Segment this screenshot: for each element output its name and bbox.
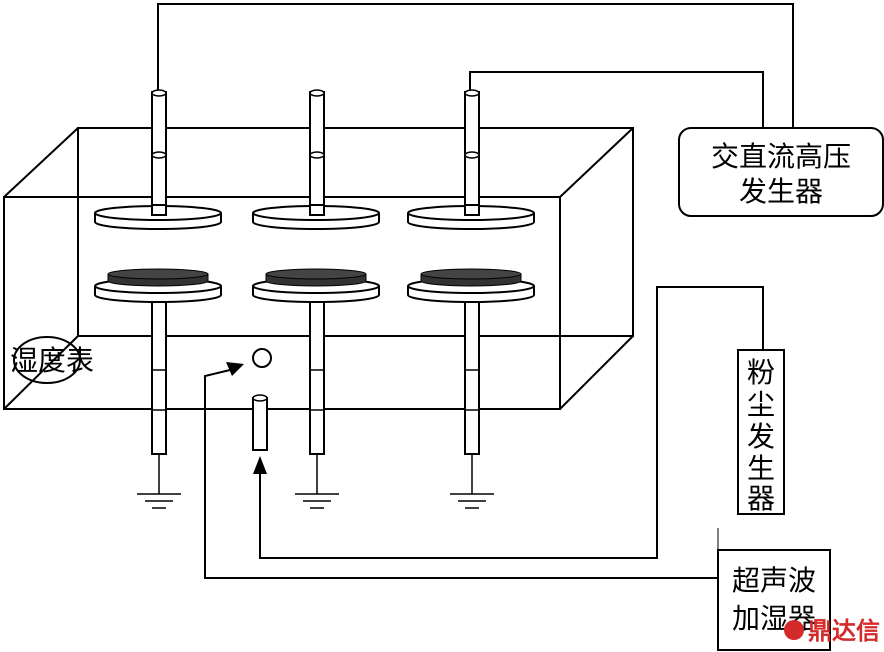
ground-symbol <box>295 454 339 509</box>
chamber-edge-tr <box>559 127 634 198</box>
rod-joint <box>464 151 480 159</box>
hv-wire-right <box>469 71 764 128</box>
rod-cap <box>464 89 480 97</box>
dust-generator-box <box>737 349 785 515</box>
chamber-edge-bl <box>3 335 79 410</box>
chamber-edge-br <box>559 335 634 410</box>
chamber-back-face <box>77 127 634 337</box>
dust-inlet <box>252 348 272 368</box>
upper-rod-end <box>464 204 480 216</box>
lower-rod <box>464 301 480 455</box>
humidifier-arrow-head <box>226 362 244 376</box>
watermark-logo-icon <box>784 620 804 640</box>
dust-generator-char-5: 器 <box>747 482 775 515</box>
test-chamber <box>3 127 634 410</box>
dust-generator-char-3: 发 <box>747 420 775 453</box>
upper-rod-end <box>309 204 325 216</box>
hygrometer-icon <box>13 336 81 384</box>
hv-generator-label-1: 交直流高压 <box>711 140 851 173</box>
dust-generator-char-2: 尘 <box>747 388 775 421</box>
humidifier-label-1: 超声波 <box>732 564 816 597</box>
chamber-front-face <box>3 196 561 410</box>
dust-generator-char-1: 粉 <box>747 356 775 389</box>
insulator-sample-top <box>265 268 367 280</box>
electrode-3 <box>407 89 535 509</box>
rod-joint <box>309 151 325 159</box>
rod-cap <box>151 89 167 97</box>
rod-cap <box>309 89 325 97</box>
electrode-2 <box>252 89 380 509</box>
watermark: 鼎达信 <box>784 617 880 645</box>
dust-generator-char-4: 生 <box>747 452 775 485</box>
humidifier-box <box>717 549 831 651</box>
nozzle-cap <box>252 394 268 402</box>
ground-symbol <box>450 454 494 509</box>
lower-rod <box>151 301 167 455</box>
watermark-text: 鼎达信 <box>808 617 880 645</box>
humidifier-nozzle <box>252 397 268 451</box>
dust-feed-line <box>259 286 764 559</box>
humidifier-feed-line <box>204 369 718 579</box>
hygrometer-label: 湿度表 <box>10 344 94 377</box>
hv-generator-label-2: 发生器 <box>739 175 823 208</box>
electrode-1 <box>94 89 222 509</box>
insulator-sample-top <box>107 268 209 280</box>
rod-joint <box>151 151 167 159</box>
lower-rod <box>309 301 325 455</box>
hv-generator-box <box>678 127 884 217</box>
hv-wire-left <box>157 3 794 128</box>
dust-arrow-head <box>253 456 267 474</box>
ground-symbol <box>137 454 181 509</box>
upper-rod-end <box>151 204 167 216</box>
insulator-sample-top <box>420 268 522 280</box>
chamber-edge-tl <box>3 127 79 198</box>
